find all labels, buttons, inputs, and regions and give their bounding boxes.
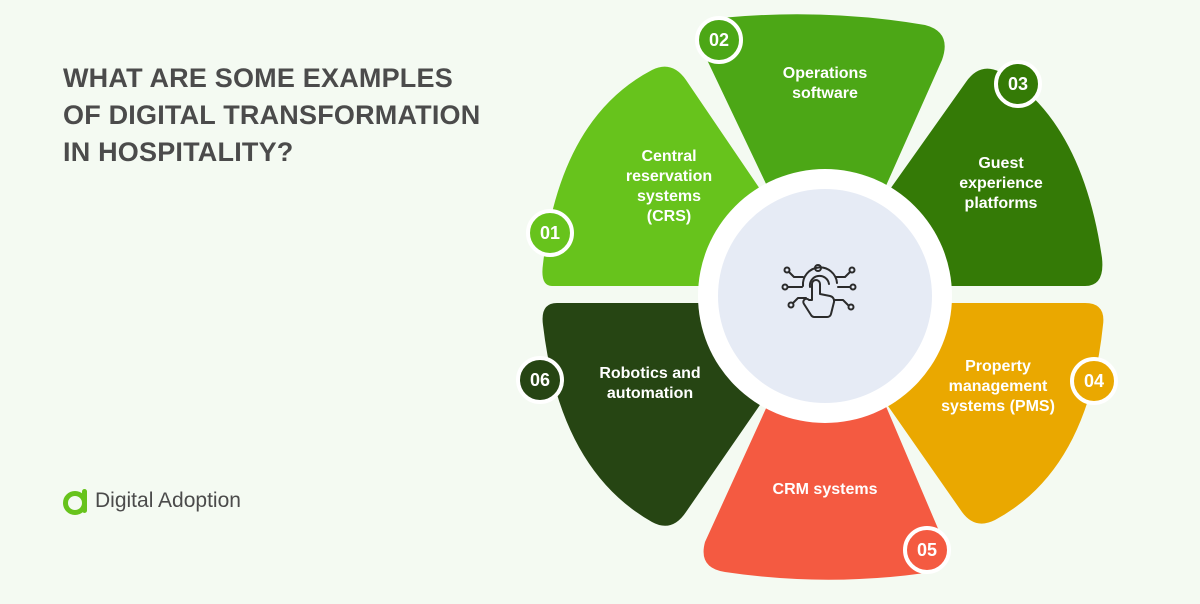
segment-4-badge-circle — [1070, 357, 1118, 405]
segment-2-label: Operations software — [783, 65, 868, 102]
digital-touch-gear-icon — [781, 264, 857, 318]
badge-group: 01 02 03 04 05 06 — [516, 16, 1118, 574]
segment-3-label-line: platforms — [965, 195, 1038, 212]
title-line-2: OF DIGITAL TRANSFORMATION — [63, 100, 481, 130]
brand-name: Digital Adoption — [95, 489, 241, 512]
segment-3-number-badge: 03 — [994, 60, 1042, 108]
segment-6-badge-circle — [516, 356, 564, 404]
segment-5-badge-circle — [903, 526, 951, 574]
segment-3-label-line: experience — [959, 175, 1043, 192]
segment-5-number-badge: 05 — [903, 526, 951, 574]
segment-6-shape — [542, 303, 762, 526]
segment-5-label: CRM systems — [773, 481, 878, 498]
segment-3-number: 03 — [1008, 74, 1028, 94]
segment-3-badge-circle — [994, 60, 1042, 108]
segment-1-label: Central reservation systems (CRS) — [626, 148, 712, 225]
segment-3-label-line: Guest — [978, 155, 1024, 172]
segment-6-number: 06 — [530, 370, 550, 390]
segment-group: Central reservation systems (CRS) Operations… — [542, 14, 1104, 580]
segment-4-label-line: management — [949, 378, 1048, 395]
segment-1-label-line: systems — [637, 188, 701, 205]
segment-5-shape — [703, 404, 948, 580]
segment-3-shape — [888, 68, 1103, 287]
segment-2-shape — [697, 14, 945, 189]
segment-1-badge-circle — [526, 209, 574, 257]
segment-4-label-line: systems (PMS) — [941, 398, 1055, 415]
segment-1-shape — [542, 66, 762, 287]
segment-2-label-line: Operations — [783, 65, 868, 82]
segment-4-label: Property management systems (PMS) — [941, 358, 1055, 415]
segment-1-label-line: (CRS) — [647, 208, 691, 225]
title-line-3: IN HOSPITALITY? — [63, 137, 294, 167]
segment-1-number-badge: 01 — [526, 209, 574, 257]
digital-adoption-logo-icon — [63, 489, 87, 515]
segment-4-number: 04 — [1084, 371, 1104, 391]
segment-6-number-badge: 06 — [516, 356, 564, 404]
segment-3-label: Guest experience platforms — [959, 155, 1043, 212]
brand-logo: Digital Adoption — [63, 486, 241, 516]
segment-2-badge-circle — [695, 16, 743, 64]
segment-1-number: 01 — [540, 223, 560, 243]
segment-5-number: 05 — [917, 540, 937, 560]
page-title: WHAT ARE SOME EXAMPLES OF DIGITAL TRANSF… — [63, 60, 480, 171]
segment-4-number-badge: 04 — [1070, 357, 1118, 405]
title-line-1: WHAT ARE SOME EXAMPLES — [63, 63, 453, 93]
segment-4-shape — [888, 303, 1104, 524]
segment-2-label-line: software — [792, 85, 858, 102]
segment-6-label: Robotics and automation — [599, 365, 700, 402]
segment-4-label-line: Property — [965, 358, 1031, 375]
segment-6-label-line: automation — [607, 385, 693, 402]
segment-6-label-line: Robotics and — [599, 365, 700, 382]
segment-1-label-line: reservation — [626, 168, 712, 185]
segment-2-number: 02 — [709, 30, 729, 50]
segment-2-number-badge: 02 — [695, 16, 743, 64]
segment-5-label-line: CRM systems — [773, 481, 878, 498]
segment-1-label-line: Central — [641, 148, 696, 165]
